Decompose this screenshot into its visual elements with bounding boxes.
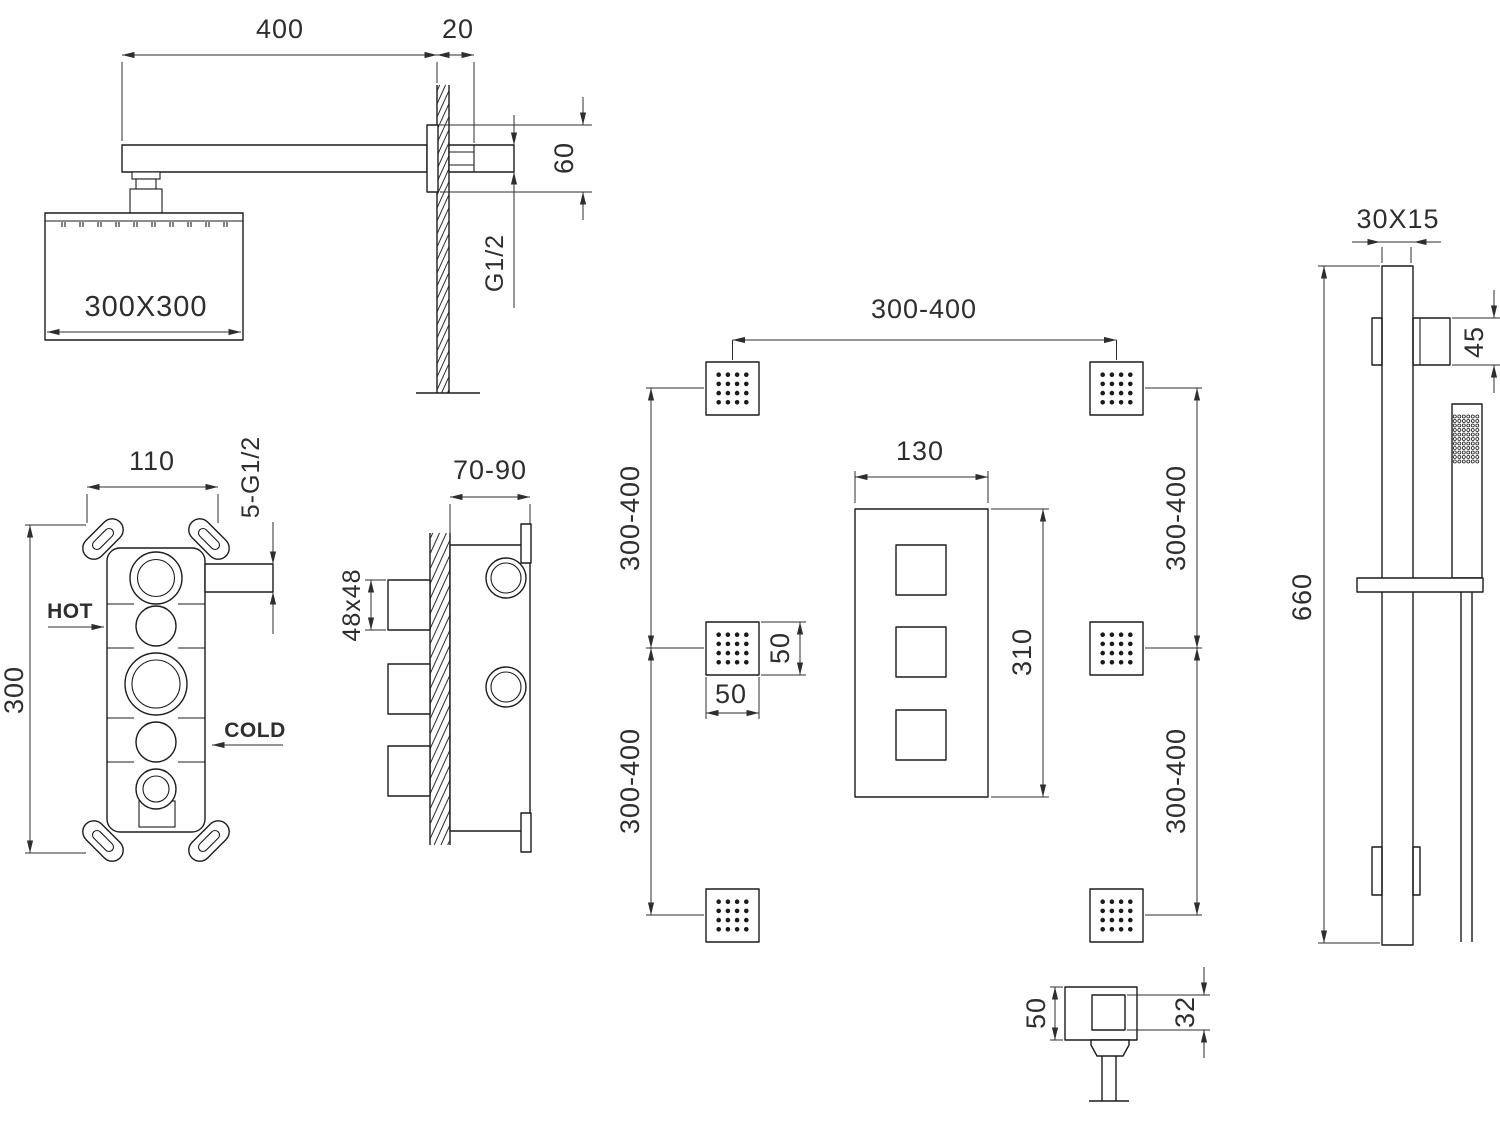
dim-jet-spacing-top: 300-400 — [732, 294, 1117, 360]
dim-label-rail-length: 660 — [1287, 573, 1317, 621]
dim-label-head-size: 300X300 — [84, 291, 207, 323]
dim-label-jet-height: 50 — [765, 632, 795, 664]
wall-section-side — [429, 532, 451, 846]
outlet-elbow-view: 50 32 — [1021, 967, 1210, 1102]
dim-slider-height: 45 — [1452, 290, 1500, 393]
dim-label-rail-section: 30X15 — [1356, 204, 1439, 234]
rail-shelf — [1356, 577, 1484, 593]
dim-plate-height: 310 — [991, 508, 1049, 798]
rail-wall-bracket-right — [1412, 846, 1421, 896]
hand-shower-spray-face — [1452, 414, 1480, 464]
slider-bracket — [1412, 317, 1451, 366]
dim-elbow-outlet: 32 — [1127, 967, 1210, 1058]
body-jet-top-left — [705, 361, 760, 416]
dim-valve-height: 300 — [0, 524, 86, 854]
dim-label-jet-right-upper: 300-400 — [1161, 465, 1191, 571]
shower-arm — [121, 124, 515, 193]
dim-jet-spacing-right: 300-400 300-400 — [1145, 387, 1202, 916]
body-jet-mid-left — [705, 621, 760, 676]
dim-label-flange-height: 60 — [549, 142, 579, 174]
valve-handles-side — [387, 579, 431, 797]
valve-mounting-ears — [82, 518, 230, 862]
dim-jet-spacing-left: 300-400 300-400 — [615, 387, 704, 916]
concealed-valve-side-view: 70-90 48x48 — [338, 455, 532, 853]
wall-section — [416, 84, 480, 394]
dim-valve-depth: 70-90 — [449, 455, 531, 541]
dim-label-elbow-outlet: 32 — [1170, 996, 1200, 1028]
dim-label-wall-thickness: 20 — [442, 14, 474, 44]
dim-label-valve-width: 110 — [129, 446, 175, 476]
dim-label-valve-depth: 70-90 — [453, 455, 527, 485]
dim-rail-length: 660 — [1287, 265, 1380, 944]
dim-label-jet-spacing-top: 300-400 — [871, 294, 977, 324]
outlet-elbow-opening — [1091, 994, 1126, 1031]
valve-side-flange-bottom — [520, 812, 532, 853]
dim-label-elbow-height: 50 — [1021, 997, 1051, 1029]
valve-top-outlet-stub — [204, 563, 274, 593]
trim-button-bottom — [895, 709, 947, 761]
dim-label-arm-thread: G1/2 — [481, 234, 509, 292]
dim-label-plate-width: 130 — [896, 436, 944, 466]
dim-label-handle-size: 48x48 — [338, 568, 366, 641]
cold-label: COLD — [224, 719, 286, 742]
outlet-elbow-hose — [1089, 1056, 1129, 1102]
dim-arm-length: 400 — [121, 14, 438, 141]
dim-label-jet-right-lower: 300-400 — [1161, 728, 1191, 834]
dim-label-jet-width: 50 — [715, 679, 747, 709]
dim-valve-width: 110 — [86, 446, 219, 523]
arm-escutcheon — [426, 124, 439, 193]
valve-body-details — [107, 551, 205, 828]
outlet-elbow-nut — [1090, 1039, 1130, 1057]
dim-jet-size: 50 50 — [705, 621, 806, 719]
concealed-valve-front-view: 110 300 5-G1/2 HOT COLD — [0, 436, 286, 862]
dim-label-arm-length: 400 — [256, 14, 304, 44]
dim-label-jet-left-upper: 300-400 — [615, 465, 645, 571]
dim-elbow-height: 50 — [1021, 986, 1063, 1041]
body-jet-bottom-right — [1089, 888, 1144, 943]
thread-callout: G1/2 — [481, 115, 518, 308]
dim-rail-section: 30X15 — [1352, 204, 1441, 263]
valve-trim-plate: 130 310 — [854, 436, 1049, 798]
hot-inlet-callout: HOT — [47, 600, 104, 631]
dim-label-outlet-thread: 5-G1/2 — [237, 436, 265, 518]
valve-side-flange-top — [520, 523, 532, 564]
dim-label-slider-height: 45 — [1459, 326, 1489, 358]
dim-flange-height: 60 — [440, 97, 592, 220]
body-jet-top-right — [1089, 361, 1144, 416]
hot-label: HOT — [47, 600, 93, 623]
rain-shower-head: 300X300 — [44, 212, 244, 341]
dim-label-plate-height: 310 — [1007, 628, 1037, 676]
rail-wall-bracket-left — [1371, 846, 1383, 896]
dim-plate-width: 130 — [854, 436, 989, 503]
slide-rail-assembly: 30X15 660 45 — [1287, 204, 1500, 946]
slider-clamp-left — [1371, 317, 1383, 366]
head-swivel-connector — [129, 171, 163, 214]
trim-button-top — [895, 544, 947, 596]
dim-label-jet-left-lower: 300-400 — [615, 728, 645, 834]
slide-rail-bar — [1381, 265, 1414, 946]
dim-label-valve-height: 300 — [0, 666, 29, 714]
hand-shower — [1451, 403, 1483, 579]
body-jet-bottom-left — [705, 888, 760, 943]
cold-inlet-callout: COLD — [212, 719, 286, 749]
dim-outlet-thread: 5-G1/2 — [237, 436, 277, 634]
arm-wall-stub — [448, 144, 515, 173]
dim-wall-thickness: 20 — [437, 14, 475, 143]
hand-shower-hose — [1460, 592, 1473, 942]
body-jet-mid-right — [1089, 621, 1144, 676]
overhead-shower-assembly: 400 20 60 — [44, 14, 592, 394]
body-jets-layout: 300-400 300-400 300-400 300-400 300-400 — [615, 294, 1202, 943]
dim-handle-size: 48x48 — [338, 568, 386, 642]
trim-button-middle — [895, 626, 947, 678]
